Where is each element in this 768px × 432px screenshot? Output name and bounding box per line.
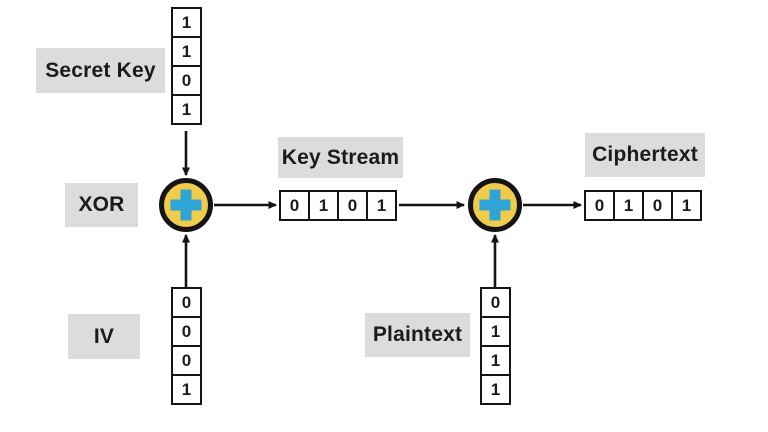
bit-cell: 1 (171, 7, 202, 38)
secret-key-label: Secret Key (36, 48, 165, 93)
bit-cell: 1 (171, 94, 202, 125)
bit-cell: 1 (480, 345, 511, 376)
ciphertext-label: Ciphertext (585, 133, 705, 177)
bit-cell: 1 (613, 190, 644, 221)
bit-cell: 1 (171, 374, 202, 405)
plaintext-label: Plaintext (365, 313, 470, 357)
bit-cell: 0 (337, 190, 368, 221)
bit-cell: 1 (671, 190, 702, 221)
secret-key-bits: 1 1 0 1 (171, 7, 202, 125)
key-stream-label: Key Stream (278, 137, 403, 178)
ciphertext-bits: 0 1 0 1 (584, 190, 702, 221)
bit-cell: 1 (308, 190, 339, 221)
key-stream-bits: 0 1 0 1 (279, 190, 397, 221)
bit-cell: 1 (366, 190, 397, 221)
bit-cell: 1 (171, 36, 202, 67)
bit-cell: 0 (279, 190, 310, 221)
bit-cell: 0 (584, 190, 615, 221)
xor-node-2 (468, 178, 522, 232)
bit-cell: 0 (171, 287, 202, 318)
iv-label: IV (68, 314, 140, 359)
plaintext-bits: 0 1 1 1 (480, 287, 511, 405)
bit-cell: 0 (642, 190, 673, 221)
iv-bits: 0 0 0 1 (171, 287, 202, 405)
bit-cell: 1 (480, 316, 511, 347)
bit-cell: 1 (480, 374, 511, 405)
bit-cell: 0 (171, 65, 202, 96)
bit-cell: 0 (171, 316, 202, 347)
plus-in-circle-icon (479, 189, 511, 221)
plus-in-circle-icon (170, 189, 202, 221)
bit-cell: 0 (480, 287, 511, 318)
xor-label: XOR (65, 183, 138, 227)
xor-node-1 (159, 178, 213, 232)
bit-cell: 0 (171, 345, 202, 376)
